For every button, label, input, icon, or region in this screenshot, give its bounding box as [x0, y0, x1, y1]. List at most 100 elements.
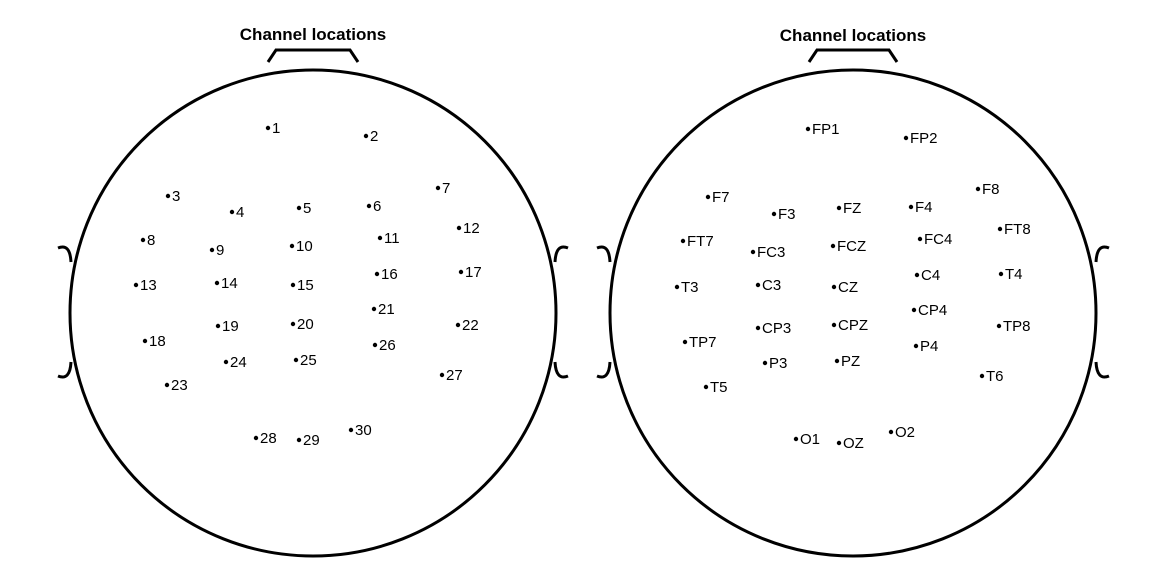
electrode-label: OZ: [843, 435, 864, 452]
electrode: 8: [140, 232, 155, 249]
electrode: P3: [762, 355, 787, 372]
electrode-dot: [913, 343, 919, 349]
right-ear-upper: [553, 245, 569, 263]
electrode-label: TP8: [1003, 318, 1031, 335]
electrode: 24: [223, 354, 247, 371]
electrode: P4: [913, 338, 938, 355]
electrode-dot: [290, 321, 296, 327]
electrode-label: 11: [384, 230, 400, 247]
electrode-label: 18: [149, 333, 166, 350]
electrode: 29: [296, 432, 320, 449]
electrode: FC4: [917, 231, 952, 248]
electrode: 30: [348, 422, 372, 439]
electrode-dot: [293, 357, 299, 363]
electrode-label: 12: [463, 220, 480, 237]
electrode: 13: [133, 277, 157, 294]
electrode-label: T6: [986, 368, 1004, 385]
electrode: C3: [755, 277, 781, 294]
electrode: F8: [975, 181, 1000, 198]
electrode: C4: [914, 267, 940, 284]
electrode-label: T4: [1005, 266, 1023, 283]
electrode-dot: [674, 284, 680, 290]
electrode-label: 5: [303, 200, 311, 217]
electrode-label: CZ: [838, 279, 858, 296]
electrode-dot: [830, 243, 836, 249]
electrode-dot: [290, 282, 296, 288]
electrode-label: 30: [355, 422, 372, 439]
electrode-dot: [831, 284, 837, 290]
electrode-label: 8: [147, 232, 155, 249]
electrode-dot: [348, 427, 354, 433]
electrode: TP8: [996, 318, 1031, 335]
electrode: FP1: [805, 121, 840, 138]
electrode-dot: [805, 126, 811, 132]
electrode-dot: [755, 325, 761, 331]
electrode-label: C3: [762, 277, 781, 294]
electrode-dot: [366, 203, 372, 209]
electrode: 20: [290, 316, 314, 333]
electrode-dot: [296, 437, 302, 443]
electrode-label: T5: [710, 379, 728, 396]
electrode-dot: [456, 225, 462, 231]
left-ear-upper: [596, 245, 612, 263]
electrode-label: 17: [465, 264, 482, 281]
electrode-dot: [750, 249, 756, 255]
electrode-label: 22: [462, 317, 479, 334]
electrode: 10: [289, 238, 313, 255]
electrode: FC3: [750, 244, 785, 261]
electrode: 11: [377, 230, 400, 247]
electrode: O2: [888, 424, 915, 441]
electrode-dot: [214, 280, 220, 286]
electrode: 4: [229, 204, 244, 221]
panel-title: Channel locations: [240, 25, 386, 44]
left-ear-lower: [57, 361, 73, 379]
electrode-dot: [755, 282, 761, 288]
nose-marker: [807, 48, 899, 63]
electrode: O1: [793, 431, 820, 448]
electrode-dot: [996, 323, 1002, 329]
electrode-dot: [836, 440, 842, 446]
electrode: 19: [215, 318, 239, 335]
electrode-dot: [997, 226, 1003, 232]
electrode-dot: [372, 342, 378, 348]
electrode-dot: [762, 360, 768, 366]
electrode-label: 27: [446, 367, 463, 384]
electrode-dot: [836, 205, 842, 211]
electrode: F3: [771, 206, 796, 223]
electrode: 28: [253, 430, 277, 447]
electrode-label: 21: [378, 301, 395, 318]
electrode-dot: [682, 339, 688, 345]
electrode-label: C4: [921, 267, 940, 284]
electrode-dot: [455, 322, 461, 328]
electrode-dot: [771, 211, 777, 217]
electrode-label: F3: [778, 206, 796, 223]
electrode-dot: [215, 323, 221, 329]
electrode-dot: [133, 282, 139, 288]
electrode-dot: [831, 322, 837, 328]
electrode: T3: [674, 279, 699, 296]
electrode: FT8: [997, 221, 1031, 238]
electrode-dot: [374, 271, 380, 277]
electrode-label: 1: [272, 120, 280, 137]
electrode-dot: [914, 272, 920, 278]
electrode-label: 15: [297, 277, 314, 294]
electrode: CZ: [831, 279, 858, 296]
electrode-dot: [793, 436, 799, 442]
electrode-dot: [911, 307, 917, 313]
electrode-label: 2: [370, 128, 378, 145]
right-ear-lower: [553, 361, 569, 379]
electrode: 17: [458, 264, 482, 281]
electrode: T4: [998, 266, 1023, 283]
electrode-label: F4: [915, 199, 933, 216]
electrode-dot: [223, 359, 229, 365]
electrode-label: PZ: [841, 353, 860, 370]
electrode-label: CP3: [762, 320, 791, 337]
head-outline: [608, 68, 1098, 558]
electrode-label: FP1: [812, 121, 840, 138]
electrode-dot: [229, 209, 235, 215]
electrode-dot: [253, 435, 259, 441]
electrode: 23: [164, 377, 188, 394]
left-ear-upper: [57, 245, 73, 263]
electrode: CP3: [755, 320, 791, 337]
